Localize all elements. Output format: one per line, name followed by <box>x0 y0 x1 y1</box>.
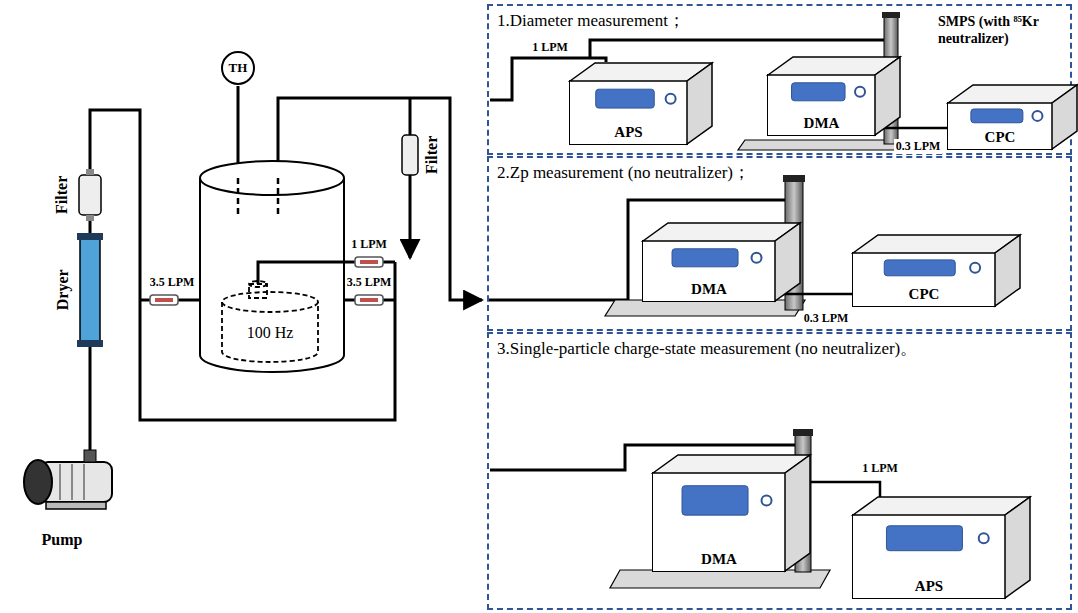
node-label: TH <box>229 60 248 76</box>
instrument-side <box>875 57 900 135</box>
instrument-name: CPC <box>853 286 995 303</box>
component-name: Filter <box>53 176 71 214</box>
tube <box>258 262 344 284</box>
dma-column <box>610 429 830 588</box>
measurement-section: DMA APS 3.Single-particle charge-state mea… <box>487 332 1072 610</box>
pump-symbol <box>24 450 112 509</box>
dma-instrument: DMA <box>767 74 876 136</box>
dryer-column <box>77 233 103 347</box>
flow-rate: 0.3 LPM <box>802 311 851 326</box>
instrument-top <box>653 455 810 473</box>
instrument-top <box>853 235 1020 253</box>
control-knob <box>752 253 762 263</box>
node-label: 100 Hz <box>247 324 294 342</box>
instrument-top <box>643 223 800 241</box>
instrument-name: APS <box>570 124 687 141</box>
component-name: Pump <box>42 531 83 549</box>
tube <box>409 98 412 135</box>
tubing <box>90 14 891 470</box>
instrument-name: DMA <box>768 115 875 132</box>
dma-column <box>738 12 905 150</box>
flow-rate: 1 LPM <box>860 461 900 476</box>
tube <box>344 299 395 302</box>
instrument-side <box>1052 85 1077 149</box>
component-name: Filter <box>423 136 441 174</box>
display-screen <box>971 109 1023 123</box>
instrument-name: DMA <box>643 281 775 298</box>
dma-instrument: DMA <box>642 240 776 302</box>
aps-instrument: APS <box>569 80 688 145</box>
vibrating-generator <box>222 281 318 362</box>
flowmeter <box>355 257 383 267</box>
generator-label-box: 100 Hz <box>228 318 312 348</box>
display-screen <box>886 526 962 551</box>
tube <box>89 342 92 455</box>
display-screen <box>884 260 955 276</box>
control-knob <box>666 94 676 104</box>
flow-rate: 0.3 LPM <box>894 139 943 154</box>
control-knob <box>1032 111 1042 121</box>
control-knob <box>855 87 865 97</box>
instrument-side <box>995 235 1020 306</box>
control-knob <box>970 263 980 273</box>
section-heading: 1.Diameter measurement； <box>497 11 917 31</box>
flow-rate: 3.5 LPM <box>347 276 392 289</box>
section-heading: 2.Zp measurement (no neutralizer)； <box>497 163 937 183</box>
instrument-side <box>1005 497 1030 598</box>
component-name: Dryer <box>53 270 71 311</box>
sensor-wire <box>237 86 240 163</box>
flow-rate: 3.5 LPM <box>150 276 195 289</box>
measurement-section: DMA CPC 2.Zp measurement (no neutralizer)； <box>487 156 1072 331</box>
display-screen <box>682 486 748 515</box>
exhaust-tube <box>409 175 412 258</box>
dma-instrument: DMA <box>652 472 786 572</box>
flowmeter <box>355 295 383 305</box>
instrument-side <box>785 455 810 571</box>
display-screen <box>672 249 738 267</box>
display-screen <box>792 83 846 101</box>
sample-flow-line <box>776 293 852 296</box>
display-screen <box>596 89 655 108</box>
control-knob <box>979 533 989 543</box>
aps-instrument: APS <box>852 514 1006 599</box>
instrument-side <box>687 63 712 144</box>
flowmeter <box>150 295 178 305</box>
cpc-instrument: CPC <box>852 252 996 307</box>
flow-rate: 1 LPM <box>351 238 387 251</box>
thermo-hygrometer: TH <box>221 51 255 85</box>
instrument-name: DMA <box>653 551 785 568</box>
flow-rate: 1 LPM <box>532 41 568 54</box>
dma-column <box>605 175 805 316</box>
filter-cartridge <box>79 169 101 221</box>
filter-cartridge <box>402 135 418 175</box>
tube <box>90 110 395 420</box>
instrument-side <box>775 223 800 301</box>
system-name: SMPS (with ⁸⁵Kr neutralizer) <box>938 14 1062 48</box>
instrument-top <box>853 497 1030 515</box>
instrument-name: CPC <box>948 129 1052 146</box>
section-heading: 3.Single-particle charge-state measureme… <box>497 339 947 359</box>
measurement-section: APS DMA CPC 1.Diameter measurement； SMPS (wi… <box>487 4 1072 155</box>
cpc-instrument: CPC <box>947 102 1053 150</box>
control-knob <box>762 495 772 505</box>
chamber-cylinder <box>200 161 344 372</box>
instrument-name: APS <box>853 578 1005 595</box>
